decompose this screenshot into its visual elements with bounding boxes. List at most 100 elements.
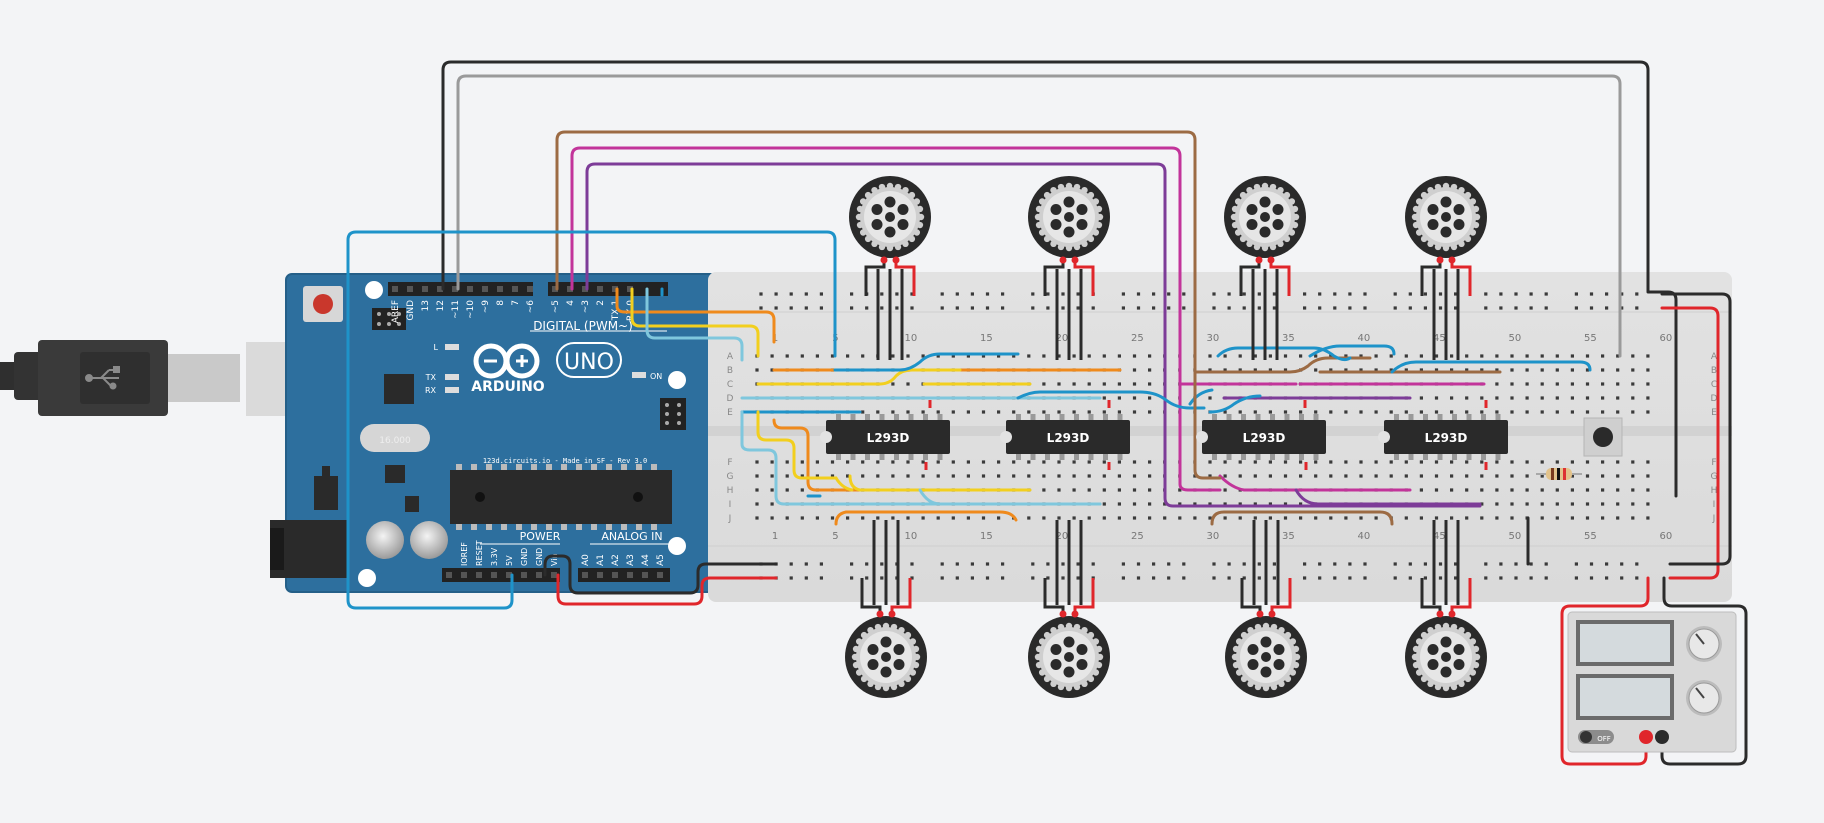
column-label: 10: [905, 531, 918, 542]
column-label: 15: [980, 333, 993, 344]
wire-orange-lower[interactable]: [772, 418, 888, 492]
column-label: 35: [1282, 531, 1295, 542]
wire-red-supply[interactable]: [1560, 576, 1650, 766]
digital-header-label: DIGITAL (PWM~): [533, 319, 633, 333]
wire-blue-row-right[interactable]: [1308, 344, 1396, 358]
column-label: 60: [1660, 531, 1673, 542]
gear-motor[interactable]: [1224, 176, 1307, 408]
wire-blue-mid[interactable]: [1016, 390, 1206, 410]
wire-brown-row[interactable]: [1193, 356, 1372, 374]
gear-motor-icon: [1231, 622, 1301, 692]
wire-yellow-lower[interactable]: [756, 410, 838, 480]
wire-lightblue-pin1[interactable]: [645, 287, 744, 362]
column-label: 50: [1509, 531, 1522, 542]
row-label: I: [729, 500, 732, 510]
row-label: D: [727, 394, 734, 404]
l293d-chip-2[interactable]: L293D: [1000, 420, 1130, 454]
column-label: 40: [1358, 333, 1371, 344]
row-label: G: [1711, 472, 1718, 482]
wire-lightblue-lower[interactable]: [740, 410, 1102, 506]
wire-orange-pin3[interactable]: [615, 287, 776, 344]
row-label: F: [727, 458, 732, 468]
wire-purple-lower[interactable]: [1294, 488, 1482, 506]
analog-pin-label: A1: [596, 554, 606, 566]
l293d-chip-4[interactable]: L293D: [1378, 420, 1508, 454]
wire-red-vin-rail[interactable]: [556, 573, 778, 606]
wire-blue-row-right[interactable]: [1390, 360, 1592, 374]
pushbutton-icon: [1593, 427, 1613, 447]
analog-pin-label: A2: [611, 554, 621, 566]
wire-yellow-pin2[interactable]: [630, 287, 760, 358]
gear-motor-icon: [1411, 182, 1481, 252]
wire-blue-mid[interactable]: [1188, 388, 1214, 406]
wire-magenta-lower[interactable]: [1218, 474, 1412, 492]
row-label: B: [727, 366, 733, 376]
column-label: 55: [1584, 333, 1597, 344]
wire-black-gnd-rail[interactable]: [543, 554, 778, 595]
current-knob[interactable]: [1686, 680, 1722, 716]
gear-motor[interactable]: [845, 462, 928, 698]
l293d-chip-1[interactable]: L293D: [820, 420, 950, 454]
wire-black-rail-right[interactable]: [1660, 292, 1732, 566]
digital-pin-label: 13: [421, 300, 431, 311]
row-label: D: [1711, 394, 1718, 404]
wire-yellow-lower[interactable]: [848, 474, 1032, 492]
power-supply[interactable]: OFF: [1567, 611, 1737, 753]
wire-black-supply[interactable]: [1660, 576, 1748, 766]
wire-orange-bottom[interactable]: [834, 510, 1018, 526]
gear-motor[interactable]: [1405, 462, 1488, 698]
led-rx-label: RX: [425, 386, 437, 395]
negative-terminal[interactable]: [1655, 730, 1669, 744]
chip-label: L293D: [1243, 431, 1286, 445]
row-label: E: [727, 408, 733, 418]
power-pin-label: GND: [535, 548, 544, 566]
wire-lightblue-lower[interactable]: [918, 488, 1102, 506]
wire-yellow-lower[interactable]: [834, 476, 854, 492]
mounting-hole: [358, 569, 376, 587]
column-label: 25: [1131, 531, 1144, 542]
digital-pin-label: 2: [596, 300, 606, 306]
gear-motor[interactable]: [1028, 176, 1111, 408]
digital-pin-label: ~10: [466, 300, 476, 319]
analog-header: [578, 568, 670, 582]
row-label: A: [1711, 352, 1718, 362]
wire-brown-pin7[interactable]: [555, 130, 1197, 374]
column-label: 15: [980, 531, 993, 542]
positive-terminal[interactable]: [1639, 730, 1653, 744]
wire-magenta-pin6[interactable]: [570, 146, 1222, 492]
pushbutton[interactable]: [1583, 417, 1623, 457]
gear-motor[interactable]: [1405, 176, 1488, 408]
digital-pin-label: 7: [511, 300, 521, 306]
wire-blue-row-right[interactable]: [1208, 394, 1262, 414]
reset-button[interactable]: [303, 286, 343, 322]
row-label: H: [1711, 486, 1718, 496]
wire-red-rail-right[interactable]: [1660, 306, 1720, 580]
gear-motor[interactable]: [1225, 462, 1308, 698]
row-label: A: [727, 352, 734, 362]
arduino-uno-board[interactable]: 16.000 L TX RX ON ARDUINO UNO 123d.cir: [270, 273, 717, 593]
analog-pin-label: A5: [656, 554, 666, 566]
row-label: C: [1711, 380, 1717, 390]
wire-purple-pin5[interactable]: [585, 162, 1482, 508]
gear-motor[interactable]: [849, 176, 932, 408]
gear-motor[interactable]: [1028, 462, 1111, 698]
column-label: 1: [772, 531, 778, 542]
wire-gray-pin13-to-button[interactable]: [456, 74, 1622, 358]
digital-pin-label: ~5: [551, 300, 561, 313]
board-footer-text: 123d.circuits.io - Made in SF - Rev 3.0: [483, 457, 647, 465]
wire-brown-lower[interactable]: [1193, 370, 1222, 480]
l293d-chip-3[interactable]: L293D: [1196, 420, 1326, 454]
arduino-model: UNO: [564, 350, 614, 375]
digital-pin-label: 4: [566, 300, 576, 306]
voltage-knob[interactable]: [1686, 626, 1722, 662]
wire-brown-bottom[interactable]: [1210, 510, 1394, 526]
gear-motor-icon: [1034, 622, 1104, 692]
wire-blue-5v-loop[interactable]: [346, 230, 837, 610]
resistor[interactable]: [1536, 468, 1582, 480]
wire-blue-row[interactable]: [833, 352, 1020, 372]
breadboard-column-labels: 1155101015152020252530303535404045455050…: [772, 333, 1672, 542]
power-switch[interactable]: OFF: [1578, 730, 1614, 744]
mounting-hole: [668, 371, 686, 389]
digital-pin-label: AREF: [391, 300, 401, 323]
